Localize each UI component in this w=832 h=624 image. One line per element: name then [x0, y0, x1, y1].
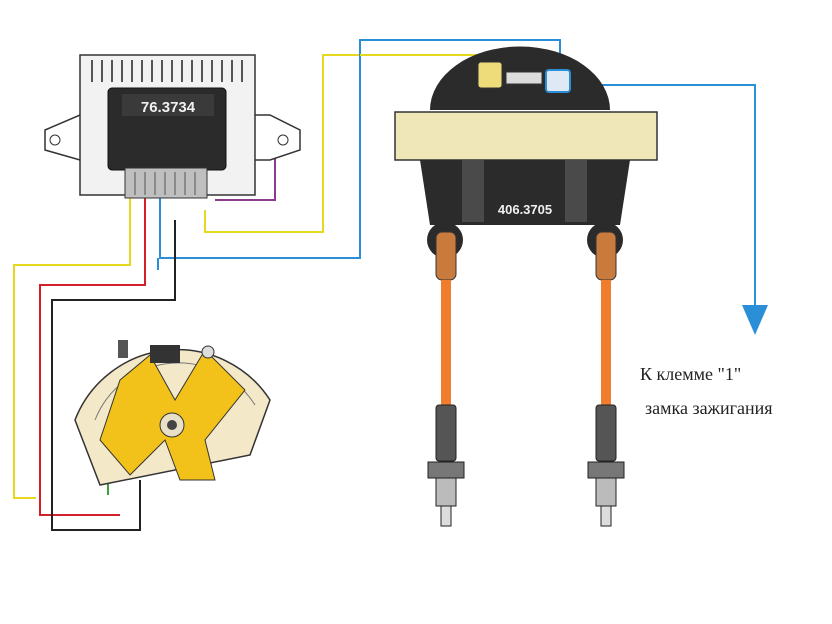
- blue-wire: [159, 39, 561, 259]
- heatsink-fins: [91, 60, 243, 82]
- annotation-line-2: замка зажигания: [645, 398, 773, 418]
- plate-screw-icon: [201, 345, 215, 359]
- commutator-connector: [124, 167, 208, 199]
- hall-element: [150, 345, 180, 363]
- boot-left: [435, 231, 457, 281]
- coil-terminal-bar: [505, 71, 543, 85]
- ignition-wire: [575, 84, 756, 305]
- spark-plug-right: [587, 404, 625, 527]
- hall-sensor-distributor: [74, 340, 271, 486]
- commutator-label-plate: [122, 94, 214, 116]
- plug-thread-left: [435, 477, 457, 507]
- plug-cap-left: [435, 404, 457, 462]
- coil-terminal-right: [545, 69, 571, 93]
- coil-fin-right: [565, 160, 587, 222]
- hv-lead-left: [435, 231, 457, 405]
- arrow-down-icon: [742, 305, 768, 335]
- lead-left: [441, 280, 451, 405]
- connector-pins: [134, 172, 196, 195]
- yellow-wire: [13, 195, 131, 499]
- purple-wire: [215, 150, 276, 201]
- rotor-shaft: [167, 420, 177, 430]
- ignition-coil: 406.3705: [394, 46, 658, 258]
- coil-band: [394, 111, 658, 161]
- coil-terminal-left: [477, 61, 503, 89]
- hall-connector: [118, 340, 128, 358]
- mount-hole-right: [277, 134, 289, 146]
- coil-code: 406.3705: [498, 202, 552, 217]
- coil-fin-left: [462, 160, 484, 222]
- yellow-wire-2: [204, 54, 360, 233]
- commutator-module: 76.3734: [44, 54, 301, 199]
- lead-right: [601, 280, 611, 405]
- annotation-line-1: К клемме "1": [640, 364, 741, 384]
- plug-tip-right: [600, 505, 612, 527]
- red-wire: [39, 195, 146, 516]
- hv-lead-right: [595, 231, 617, 405]
- plug-cap-right: [595, 404, 617, 462]
- boot-right: [595, 231, 617, 281]
- plug-thread-right: [595, 477, 617, 507]
- plug-tip-left: [440, 505, 452, 527]
- black-wire: [51, 220, 176, 531]
- commutator-code: 76.3734: [141, 99, 196, 116]
- mount-hole-left: [49, 134, 61, 146]
- plug-hex-left: [427, 461, 465, 479]
- spark-plug-left: [427, 404, 465, 527]
- wiring: [13, 39, 756, 531]
- plug-hex-right: [587, 461, 625, 479]
